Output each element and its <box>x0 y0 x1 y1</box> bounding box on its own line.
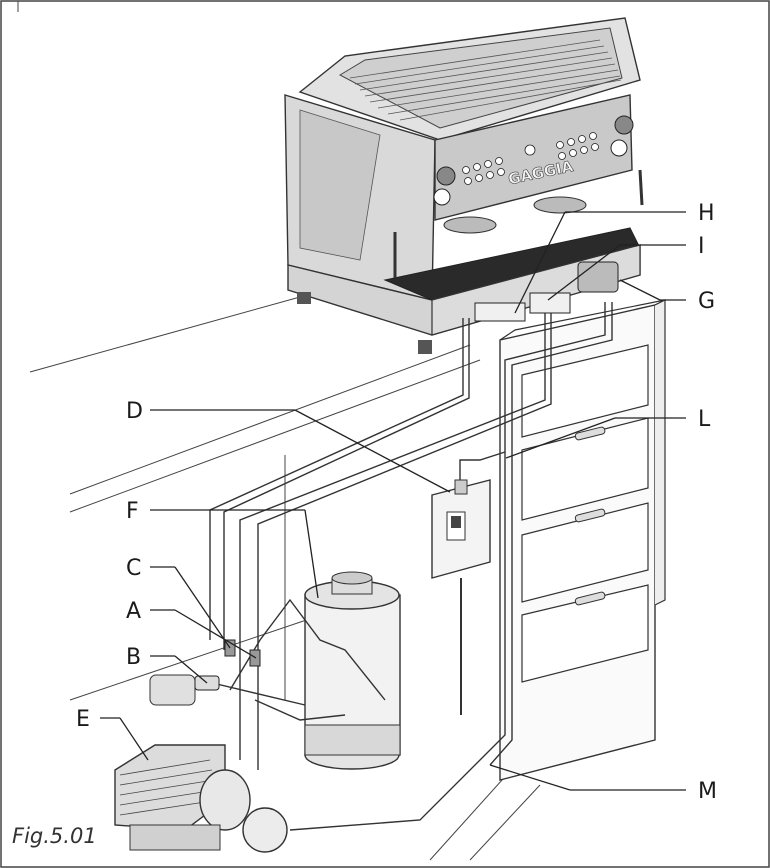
label-g: G <box>698 289 715 314</box>
callout-labels: H I G D L F C A B E M <box>76 201 717 804</box>
cabinet <box>499 299 666 781</box>
espresso-machine: GAGGIA <box>284 17 644 354</box>
label-m: M <box>698 779 717 804</box>
electric-switch <box>431 479 491 715</box>
water-softener <box>304 571 401 770</box>
label-c: C <box>126 556 141 581</box>
water-pipes <box>199 302 613 831</box>
figure-caption: Fig.5.01 <box>12 824 97 848</box>
label-l: L <box>698 407 711 432</box>
label-i: I <box>698 234 705 259</box>
label-d: D <box>126 399 143 424</box>
counter-lines <box>29 296 541 861</box>
label-h: H <box>698 201 715 226</box>
label-b: B <box>126 645 141 670</box>
pump-motor <box>114 674 288 853</box>
label-e: E <box>76 707 90 732</box>
leader-lines <box>100 211 686 791</box>
label-a: A <box>126 599 141 624</box>
label-f: F <box>126 499 139 524</box>
